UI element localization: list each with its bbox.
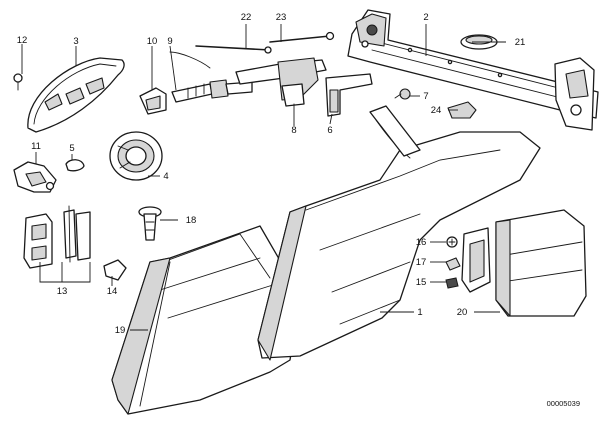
callout-19: 19 [115,325,126,336]
callout-9: 9 [167,36,172,47]
callout-7: 7 [423,91,428,102]
callout-2: 2 [423,12,428,23]
part-8-lock-actuator[interactable] [235,57,327,125]
callout-18: 18 [186,215,197,226]
callout-22: 22 [241,12,252,23]
callout-12: 12 [17,35,28,46]
part-20-rear-panel[interactable] [495,209,587,317]
callout-11: 11 [31,141,41,152]
part-10-bracket[interactable] [139,87,167,115]
part-4-filler-housing[interactable] [109,131,163,181]
part-11-hinge[interactable] [13,161,57,193]
part-18-grommet-pin[interactable] [138,206,162,241]
part-16-screw[interactable] [446,236,458,248]
callout-23: 23 [276,12,287,23]
callout-10: 10 [147,36,158,47]
part-3-trim-panel[interactable] [27,57,125,133]
callout-17: 17 [416,257,427,268]
callout-24: 24 [431,105,442,116]
callout-14: 14 [107,286,118,297]
diagram-reference-code: 00005039 [547,399,580,408]
part-14-clip[interactable] [103,259,127,281]
part-2-rear-panel[interactable] [347,9,599,131]
callout-3: 3 [73,36,78,47]
callout-8: 8 [291,125,296,136]
callout-15: 15 [416,277,427,288]
part-1-side-panel[interactable] [257,105,541,361]
part-5-clip[interactable] [65,159,85,172]
part-6-angle-bracket[interactable] [325,73,373,117]
callout-20: 20 [457,307,468,318]
part-9-cable-actuator[interactable] [169,51,253,103]
callout-13: 13 [57,286,68,297]
callout-16: 16 [416,237,427,248]
part-19-front-door-section[interactable] [111,225,297,415]
callout-labels: 12 3 10 9 22 23 2 21 7 24 6 8 4 5 11 18 … [17,12,526,336]
part-22-rod[interactable] [195,45,272,54]
part-13-door-hinge-set[interactable] [23,205,91,269]
part-15-nut[interactable] [445,277,459,289]
callout-21: 21 [515,37,526,48]
part-23-cable[interactable] [269,31,335,43]
part-12-screw[interactable] [13,73,23,91]
callout-6: 6 [327,125,332,136]
callout-1: 1 [417,307,422,318]
part-24-clip[interactable] [447,101,477,119]
mounting-bracket [461,227,491,293]
callout-4: 4 [163,171,168,182]
part-7-bolt[interactable] [394,88,411,100]
leader-lines [21,24,506,331]
part-17-clip[interactable] [445,257,461,271]
callout-5: 5 [69,143,74,154]
